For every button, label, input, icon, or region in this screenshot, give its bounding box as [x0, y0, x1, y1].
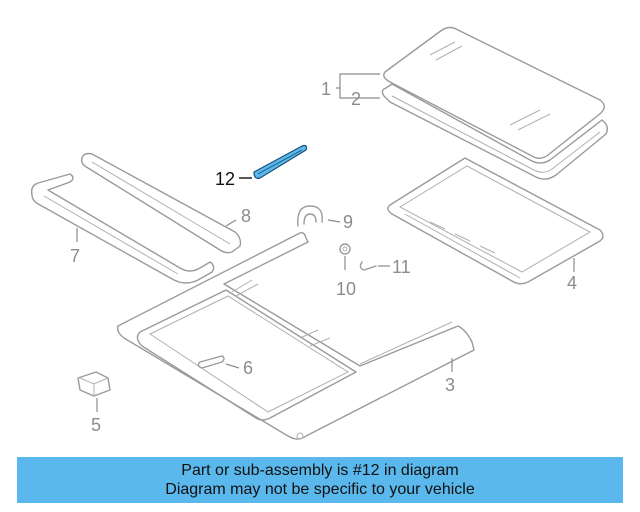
- callout-5-label: 5: [91, 415, 101, 435]
- callout-10-label: 10: [336, 279, 356, 299]
- screw-part[interactable]: [359, 261, 377, 271]
- part-12-highlighted[interactable]: [253, 144, 308, 179]
- nut-part[interactable]: [339, 243, 351, 255]
- callout-leaders: [76, 73, 575, 412]
- callout-1-label: 1: [321, 79, 331, 99]
- callout-7-label: 7: [70, 246, 80, 266]
- parts-diagram: 1 2 3 4 5 6 7 8 9 10 11 12: [30, 26, 609, 440]
- callout-2-label: 2: [351, 89, 361, 109]
- sunroof-frame-part[interactable]: [116, 231, 475, 440]
- callout-12-label: 12: [215, 169, 235, 189]
- wind-deflector-part[interactable]: [80, 152, 242, 254]
- banner-line-part-number: Part or sub-assembly is #12 in diagram: [181, 462, 459, 479]
- callout-3-label: 3: [445, 375, 455, 395]
- sunshade-part[interactable]: [387, 157, 604, 285]
- glass-panel-part[interactable]: [383, 26, 605, 159]
- plug-part[interactable]: [197, 355, 225, 369]
- info-banner: Part or sub-assembly is #12 in diagram D…: [17, 457, 623, 503]
- callout-6-label: 6: [243, 358, 253, 378]
- banner-line-disclaimer: Diagram may not be specific to your vehi…: [165, 481, 475, 498]
- glass-seal-part[interactable]: [381, 83, 609, 180]
- callout-11-label: 11: [392, 257, 411, 277]
- rear-frame-part[interactable]: [30, 173, 215, 284]
- callout-8-label: 8: [241, 206, 251, 226]
- callout-4-label: 4: [567, 273, 577, 293]
- clip-part[interactable]: [297, 205, 323, 227]
- callout-9-label: 9: [343, 212, 353, 232]
- motor-part[interactable]: [77, 371, 111, 397]
